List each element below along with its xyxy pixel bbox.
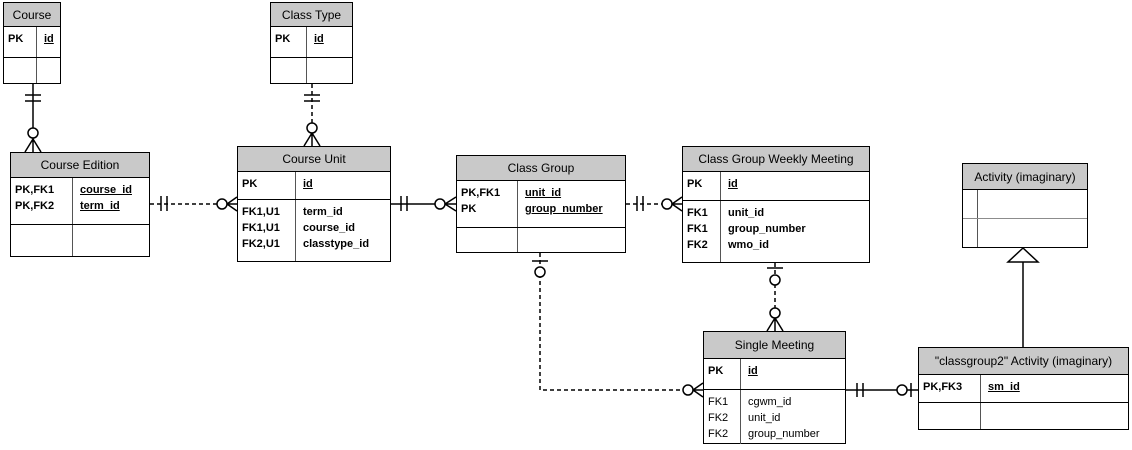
field-cell: id [303,178,313,190]
field-cell: unit_id group_number wmo_id [728,207,806,251]
table-row: PK id [271,27,352,57]
key-cell: PK [238,172,296,199]
entity-classgroup2-activity-imaginary[interactable]: "classgroup2" Activity (imaginary) PK,FK… [918,347,1129,430]
field-cell: term_id course_id classtype_id [303,206,370,250]
entity-title: Class Group [457,156,625,181]
relationship-classtype-course-unit [303,84,321,147]
key-cell: PK,FK3 [919,375,981,402]
table-row: PK id [704,359,845,389]
key-cell: PK [4,27,37,57]
entity-class-group[interactable]: Class Group PK,FK1 PK unit_id group_numb… [456,155,626,253]
field-cell: id [728,178,738,190]
relationship-class-group-single-meeting [532,253,704,398]
field-cell: id [314,33,324,45]
entity-title: Single Meeting [704,332,845,359]
key-cell: FK1 FK2 FK2 [704,390,741,444]
table-row: PK id [4,27,60,57]
entity-title: Class Group Weekly Meeting [683,147,869,172]
table-row: FK1,U1 FK1,U1 FK2,U1 term_id course_id c… [238,199,390,261]
key-cell: PK [271,27,307,57]
field-cell: sm_id [988,381,1020,393]
field-cell: course_id term_id [80,184,132,212]
entity-title: "classgroup2" Activity (imaginary) [919,348,1128,375]
field-cell: cgwm_id unit_id group_number [748,396,820,440]
key-cell: FK1,U1 FK1,U1 FK2,U1 [238,200,296,261]
field-cell: unit_id group_number [525,187,603,215]
field-cell: id [44,33,54,45]
entity-course-edition[interactable]: Course Edition PK,FK1 PK,FK2 course_id t… [10,152,150,257]
table-row: PK,FK3 sm_id [919,375,1128,402]
table-row: FK1 FK2 FK2 cgwm_id unit_id group_number [704,389,845,444]
entity-title: Class Type [271,3,352,27]
relationship-course-edition-course-unit [150,196,238,212]
entity-course-unit[interactable]: Course Unit PK id FK1,U1 FK1,U1 FK2,U1 t… [237,146,391,262]
relationship-class-group-cgwm [626,196,683,212]
entity-class-type[interactable]: Class Type PK id [270,2,353,84]
entity-single-meeting[interactable]: Single Meeting PK id FK1 FK2 FK2 cgwm_id… [703,331,846,444]
inheritance-classgroup2-activity [1006,246,1040,347]
entity-title: Activity (imaginary) [963,164,1087,190]
table-row-empty [919,402,1128,429]
entity-activity-imaginary[interactable]: Activity (imaginary) [962,163,1088,248]
table-row: PK id [683,172,869,200]
relationship-course-unit-class-group [391,196,457,212]
table-row-empty [963,219,1087,247]
table-row: FK1 FK1 FK2 unit_id group_number wmo_id [683,200,869,262]
entity-title: Course [4,3,60,27]
table-row: PK id [238,172,390,199]
key-cell: PK [704,359,741,389]
field-cell: id [748,365,758,377]
table-row-empty [963,190,1087,219]
key-cell: FK1 FK1 FK2 [683,201,721,262]
entity-title: Course Unit [238,147,390,172]
relationship-course-course-edition [24,84,42,153]
entity-title: Course Edition [11,153,149,178]
relationship-cgwm-single-meeting [766,263,784,332]
key-cell: PK,FK1 PK [457,181,518,227]
table-row-empty [457,227,625,252]
key-cell: PK,FK1 PK,FK2 [11,178,73,224]
table-row: PK,FK1 PK,FK2 course_id term_id [11,178,149,224]
table-row: PK,FK1 PK unit_id group_number [457,181,625,227]
key-cell: PK [683,172,721,200]
table-row-empty [4,57,60,83]
entity-class-group-weekly-meeting[interactable]: Class Group Weekly Meeting PK id FK1 FK1… [682,146,870,263]
table-row-empty [271,57,352,83]
relationship-single-meeting-classgroup2 [846,383,918,397]
entity-course[interactable]: Course PK id [3,2,61,84]
table-row-empty [11,224,149,256]
